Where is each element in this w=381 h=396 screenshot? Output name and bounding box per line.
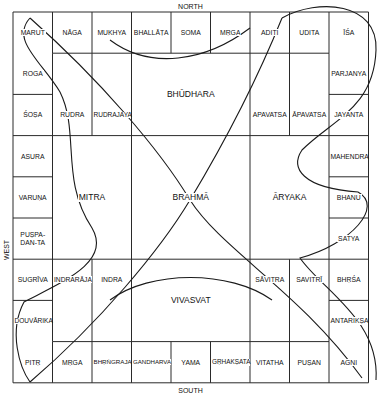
deity-region: MITRA (53, 136, 132, 260)
pada-name: ĪŚA (342, 29, 355, 36)
pada-cell: BHANU (329, 177, 369, 218)
pada-cell: VARUṆA (13, 177, 53, 218)
pada-cell: SATYA (329, 218, 369, 259)
pada-cell: INDRARĀJA (53, 259, 93, 300)
pada-name: UDITA (298, 29, 320, 36)
pada-cell: MUKHYA (92, 12, 132, 53)
figure-torso-line (110, 28, 250, 59)
pada-name: RUDRA (59, 111, 85, 118)
pada-cell: ŚOṢA (13, 94, 53, 135)
pada-name: SATYA (337, 235, 360, 242)
pada-cell: SOMA (171, 12, 211, 53)
pada-cell: GANDHARVA (132, 342, 172, 383)
region-name: BRAHMĀ (172, 193, 210, 202)
deity-region: BHŪDHARA (132, 53, 251, 135)
pada-name: RUDRAJAYA (93, 112, 132, 119)
pada-name: ADITI (260, 29, 279, 36)
pada-cell: DOUVĀRIKA (13, 300, 53, 341)
pada-name: PUṢPA- DAN-TA (14, 231, 53, 245)
pada-name: YAMA (180, 359, 201, 366)
pada-cell: ĪŚA (329, 12, 369, 53)
pada-name: AGNI (339, 359, 358, 366)
pada-cell: BHṚŚA (329, 259, 369, 300)
pada-cell: ADITI (250, 12, 290, 53)
pada-cell: PARJANYA (329, 53, 369, 94)
pada-name: SUGRĪVA (17, 276, 49, 283)
pada-cell: BHALLĀṬA (132, 12, 172, 53)
pada-cell: MṚGA (211, 12, 251, 53)
pada-name: BHṚŚA (336, 276, 361, 283)
pada-cell: BHṚṄGRAJA (92, 342, 132, 383)
region-name: BHŪDHARA (166, 90, 216, 99)
pada-cell: NĀGA (53, 12, 93, 53)
pada-cell: PITṚ (13, 342, 53, 383)
pada-cell: MṚGA (53, 342, 93, 383)
figure-upper-limbs (30, 18, 282, 200)
pada-cell: VITATHA (250, 342, 290, 383)
pada-name: INDRA (100, 276, 123, 283)
pada-cell: PUṢPA- DAN-TA (13, 218, 53, 259)
pada-name: PARJANYA (330, 70, 367, 77)
pada-cell: APAVATSA (250, 94, 290, 135)
pada-name: BHṚṄGRAJA (93, 359, 132, 366)
pada-name: GṚHAKṢATA (211, 359, 250, 366)
pada-cell: MAHENDRA (329, 136, 369, 177)
direction-label: WEST (3, 239, 10, 261)
pada-cell: ANTARIKṢA (329, 300, 369, 341)
pada-name: VARUṆA (18, 194, 48, 201)
pada-cell: ROGA (13, 53, 53, 94)
pada-cell: SUGRĪVA (13, 259, 53, 300)
deity-region: ĀRYAKA (250, 136, 329, 260)
region-name: ĀRYAKA (272, 193, 308, 202)
figure-lower-limbs (30, 200, 362, 382)
pada-name: BHALLĀṬA (133, 29, 170, 36)
region-name: MITRA (78, 193, 106, 202)
deity-region: BRAHMĀ (132, 136, 251, 260)
pada-name: DOUVĀRIKA (14, 318, 53, 325)
pada-name: SOMA (180, 29, 202, 36)
direction-label: NORTH (177, 2, 204, 9)
pada-name: ANTARIKṢA (330, 317, 369, 324)
pada-cell: JAYANTA (329, 94, 369, 135)
pada-cell: MARUT (13, 12, 53, 53)
pada-cell: RUDRAJAYA (92, 94, 132, 135)
pada-name: SAVITRĪ (295, 276, 323, 283)
pada-cell: AGNI (329, 342, 369, 383)
direction-label: SOUTH (177, 386, 204, 393)
pada-cell: YAMA (171, 342, 211, 383)
pada-name: MARUT (20, 29, 46, 36)
pada-name: BHANU (336, 194, 362, 201)
pada-name: APAVATSA (252, 111, 288, 118)
pada-name: MṚGA (219, 29, 241, 36)
pada-cell: SAVITRĪ (290, 259, 330, 300)
pada-cell: SĀVITRA (250, 259, 290, 300)
pada-name: VITATHA (255, 359, 285, 366)
pada-cell: RUDRA (53, 94, 93, 135)
pada-name: PUṢAN (297, 359, 322, 366)
pada-name: GANDHARVA (132, 359, 171, 365)
pada-cell: GṚHAKṢATA (211, 342, 251, 383)
pada-cell: UDITA (290, 12, 330, 53)
pada-name: JAYANTA (333, 111, 364, 118)
pada-name: MUKHYA (96, 29, 127, 36)
pada-name: ŚOṢA (22, 111, 43, 118)
pada-name: ASURA (20, 153, 45, 160)
pada-name: PITṚ (24, 359, 41, 366)
region-name: VIVASVAT (170, 296, 212, 305)
pada-name: SĀVITRA (254, 276, 285, 283)
pada-grid (13, 12, 369, 383)
pada-cell: INDRA (92, 259, 132, 300)
pada-name: INDRARĀJA (53, 276, 92, 283)
pada-name: ROGA (22, 70, 44, 77)
pada-cell: ASURA (13, 136, 53, 177)
pada-cell: ĀPAVATSA (290, 94, 330, 135)
pada-name: ĀPAVATSA (291, 111, 327, 118)
pada-cell: PUṢAN (290, 342, 330, 383)
deity-region: VIVASVAT (132, 259, 251, 341)
purusha-figure (16, 7, 376, 382)
pada-name: MṚGA (61, 359, 83, 366)
pada-name: NĀGA (62, 29, 83, 36)
pada-name: MAHENDRA (330, 153, 369, 160)
